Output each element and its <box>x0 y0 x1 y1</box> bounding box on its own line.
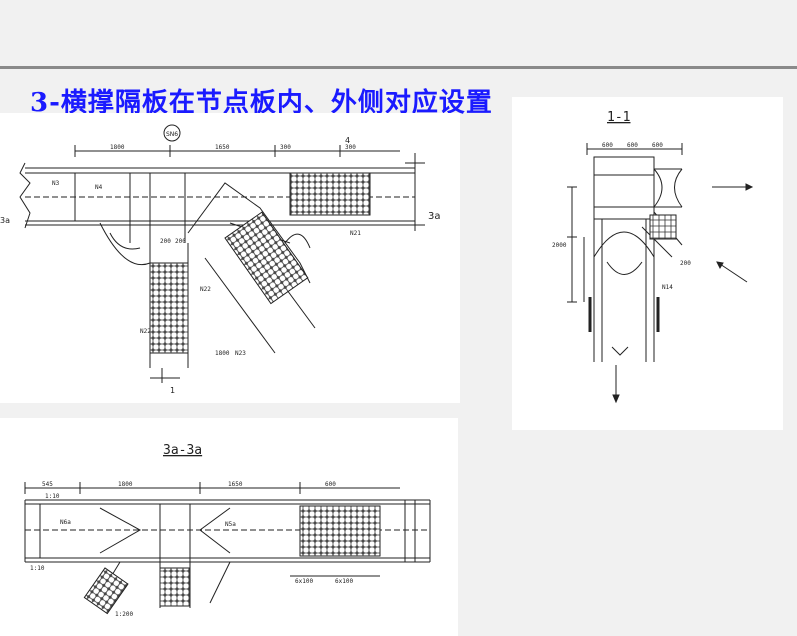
svg-text:200: 200 <box>175 238 186 245</box>
svg-text:1800: 1800 <box>110 144 125 151</box>
svg-text:600: 600 <box>325 481 336 488</box>
svg-text:545: 545 <box>42 481 53 488</box>
svg-text:6x100: 6x100 <box>295 578 313 585</box>
svg-text:1650: 1650 <box>215 144 230 151</box>
svg-text:300: 300 <box>280 144 291 151</box>
svg-text:600: 600 <box>652 142 663 149</box>
svg-text:N22: N22 <box>200 286 211 293</box>
svg-text:1800: 1800 <box>118 481 133 488</box>
svg-text:N6a: N6a <box>60 519 71 526</box>
svg-text:600: 600 <box>602 142 613 149</box>
svg-text:N4: N4 <box>95 184 103 191</box>
svg-text:N23: N23 <box>235 350 246 357</box>
header-divider <box>0 66 797 69</box>
section-3a-3a-svg: 3a-3a <box>24 443 431 618</box>
plan-label-top: 4 <box>345 136 350 145</box>
section-3a-3a-drawing: 3a-3a <box>0 418 458 636</box>
svg-text:1:10: 1:10 <box>30 565 45 572</box>
plan-label-bottom: 1 <box>170 386 175 395</box>
plan-view-drawing: 1800 1650 300 300 N3 N4 N22 N22 N23 1800… <box>0 113 460 403</box>
svg-text:1800: 1800 <box>215 350 230 357</box>
section-1-1-svg: 1-1 <box>552 110 754 404</box>
svg-text:N5a: N5a <box>225 521 236 528</box>
svg-text:1:200: 1:200 <box>115 611 133 618</box>
plan-label-right: 3a <box>428 211 441 222</box>
svg-text:1650: 1650 <box>228 481 243 488</box>
svg-text:N3: N3 <box>52 180 60 187</box>
svg-text:600: 600 <box>627 142 638 149</box>
svg-text:N22: N22 <box>140 328 151 335</box>
svg-text:N14: N14 <box>662 284 673 291</box>
svg-text:1:10: 1:10 <box>45 493 60 500</box>
plan-label-left: 3a <box>0 216 10 225</box>
section-1-1-label: 1-1 <box>607 110 630 125</box>
plan-view-svg: 1800 1650 300 300 N3 N4 N22 N22 N23 1800… <box>0 124 441 395</box>
svg-text:200: 200 <box>680 260 691 267</box>
svg-text:2000: 2000 <box>552 242 567 249</box>
svg-text:200: 200 <box>160 238 171 245</box>
section-3a-3a-label: 3a-3a <box>163 443 202 458</box>
svg-text:300: 300 <box>345 144 356 151</box>
svg-text:SN6: SN6 <box>166 131 178 138</box>
section-1-1-drawing: 1-1 <box>512 97 783 430</box>
svg-text:N21: N21 <box>350 230 361 237</box>
svg-text:6x100: 6x100 <box>335 578 353 585</box>
